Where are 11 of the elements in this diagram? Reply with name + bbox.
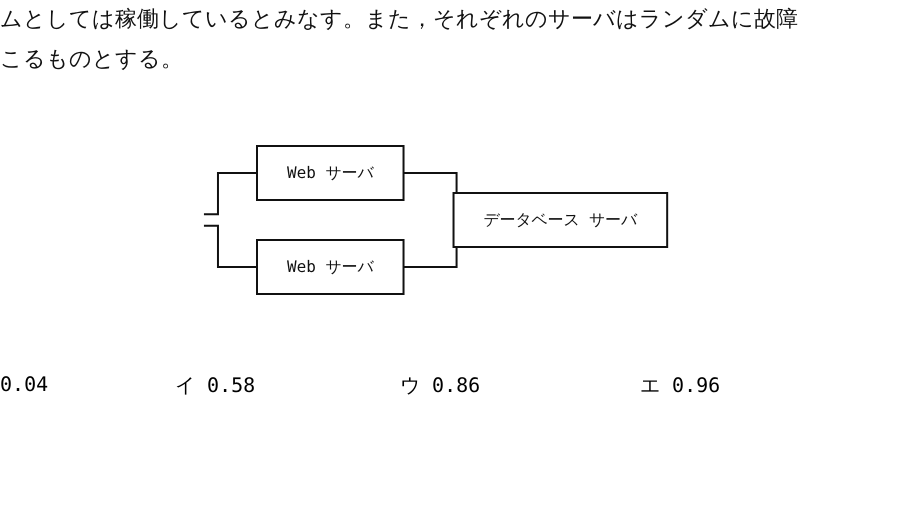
answer-option: ウ 0.86 bbox=[400, 372, 480, 399]
connector bbox=[204, 224, 257, 268]
node-box: Web サーバ bbox=[256, 239, 404, 295]
answer-option: 0.04 bbox=[0, 372, 48, 396]
question-text: こるものとする。 bbox=[0, 46, 184, 74]
answer-option: エ 0.96 bbox=[640, 372, 720, 399]
answer-option: イ 0.58 bbox=[175, 372, 256, 399]
node-box: Web サーバ bbox=[256, 145, 404, 201]
node-box: データベース サーバ bbox=[452, 192, 668, 248]
connector bbox=[204, 172, 257, 216]
question-text: ムとしては稼働しているとみなす。また，それぞれのサーバはランダムに故障 bbox=[0, 6, 798, 34]
